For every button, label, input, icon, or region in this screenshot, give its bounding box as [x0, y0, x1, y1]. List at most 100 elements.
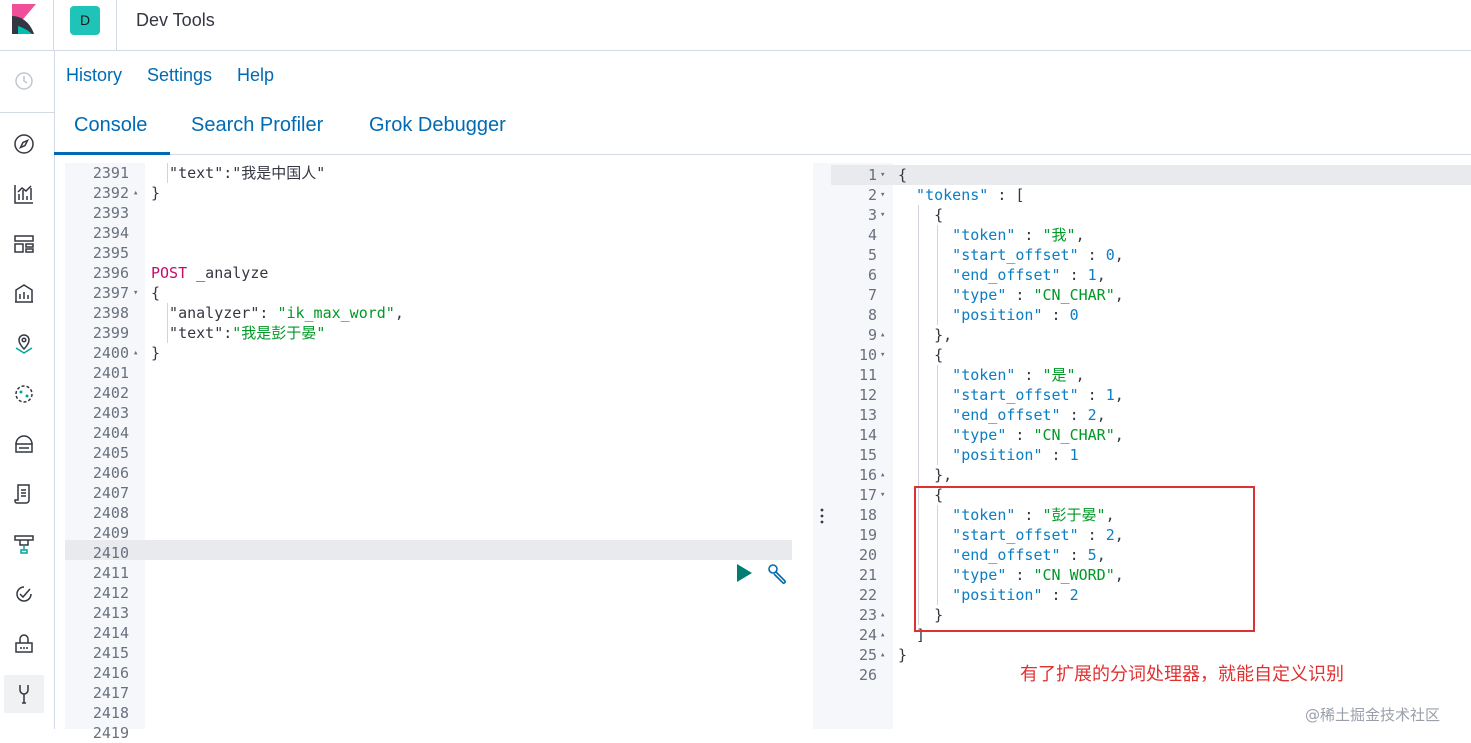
- editor-line: 2407: [65, 483, 813, 503]
- json-number-value: 1: [1105, 386, 1115, 404]
- compass-icon[interactable]: [12, 132, 36, 156]
- highlight-box: [914, 486, 1255, 632]
- fold-arrow-icon: ▾: [133, 288, 139, 298]
- json-text: "end_offset" : 2,: [898, 405, 1106, 425]
- line-number: 20: [858, 546, 877, 564]
- response-output[interactable]: 1▾{2▾ "tokens" : [3▾ {4 "token" : "我",5 …: [831, 163, 1471, 729]
- fold-arrow-icon: ▴: [880, 330, 886, 340]
- editor-line: 2417: [65, 683, 813, 703]
- code-text: "analyzer": "ik_max_word",: [151, 303, 404, 323]
- fold-arrow-icon: ▾: [880, 170, 886, 180]
- uptime-icon[interactable]: [12, 582, 36, 606]
- tab-console[interactable]: Console: [74, 114, 148, 136]
- dashboard-icon[interactable]: [12, 232, 36, 256]
- fold-arrow-icon: ▾: [880, 350, 886, 360]
- line-number: 16: [858, 466, 877, 484]
- json-key: "position": [898, 586, 1043, 604]
- apm-icon[interactable]: [12, 532, 36, 556]
- output-line: 21 "type" : "CN_WORD",: [831, 565, 1471, 585]
- request-settings-wrench-icon[interactable]: [766, 563, 790, 585]
- json-text: {: [898, 206, 944, 224]
- fold-arrow-icon: ▴: [133, 348, 139, 358]
- output-line: 11 "token" : "是",: [831, 365, 1471, 385]
- editor-active-line: [65, 540, 792, 560]
- json-text: "token" : "我",: [898, 225, 1084, 245]
- top-header: D Dev Tools: [0, 0, 1471, 51]
- editor-line: 2404: [65, 423, 813, 443]
- line-number: 2391: [92, 164, 129, 182]
- punctuation: :: [1006, 426, 1034, 444]
- line-number: 24: [858, 626, 877, 644]
- fold-arrow-icon: ▾: [880, 190, 886, 200]
- punctuation: :: [1015, 366, 1043, 384]
- infrastructure-icon[interactable]: [12, 432, 36, 456]
- line-number: 2403: [92, 404, 129, 422]
- code-text: }: [151, 344, 161, 362]
- json-string-value: "CN_WORD": [1033, 566, 1115, 584]
- machine-learning-icon[interactable]: [12, 382, 36, 406]
- line-number: 2401: [92, 364, 129, 382]
- kibana-logo[interactable]: [0, 0, 54, 50]
- code-text: {: [151, 284, 161, 302]
- output-line: 6 "end_offset" : 1,: [831, 265, 1471, 285]
- json-text: "type" : "CN_CHAR",: [898, 285, 1124, 305]
- tab-search-profiler[interactable]: Search Profiler: [191, 114, 324, 136]
- output-line: 15 "position" : 1: [831, 445, 1471, 465]
- drag-handle-icon[interactable]: [815, 506, 829, 526]
- settings-link[interactable]: Settings: [147, 65, 213, 85]
- output-line: 25▴}: [831, 645, 1471, 665]
- editor-line: 2415: [65, 643, 813, 663]
- fold-arrow-icon: ▴: [880, 470, 886, 480]
- output-line: 1▾{: [831, 165, 1471, 185]
- output-line: 24▴ ]: [831, 625, 1471, 645]
- json-key: "tokens": [898, 186, 989, 204]
- output-line: 4 "token" : "我",: [831, 225, 1471, 245]
- editor-line: 2403: [65, 403, 813, 423]
- editor-line: 2391 "text":"我是中国人": [65, 163, 813, 183]
- editor-line: 2395: [65, 243, 813, 263]
- line-number: 12: [858, 386, 877, 404]
- fold-arrow-icon: ▴: [880, 630, 886, 640]
- editor-line: 2397▾{: [65, 283, 813, 303]
- editor-line: 2412: [65, 583, 813, 603]
- bar-chart-icon[interactable]: [12, 182, 36, 206]
- json-text: "position" : 1: [898, 445, 1078, 465]
- help-link[interactable]: Help: [237, 65, 275, 85]
- punctuation: ,: [1105, 506, 1115, 524]
- panel-resizer[interactable]: [813, 163, 831, 729]
- output-line: 8 "position" : 0: [831, 305, 1471, 325]
- output-line: 7 "type" : "CN_CHAR",: [831, 285, 1471, 305]
- json-text: "end_offset" : 5,: [898, 545, 1106, 565]
- json-key: "token": [898, 366, 1016, 384]
- logs-icon[interactable]: [12, 482, 36, 506]
- punctuation: ,: [1114, 426, 1124, 444]
- json-string-value: "我": [1042, 226, 1076, 244]
- punctuation: ,: [1114, 526, 1124, 544]
- indent-guide: [937, 225, 938, 325]
- json-key: "start_offset": [898, 526, 1079, 544]
- line-number: 2395: [92, 244, 129, 262]
- space-avatar[interactable]: D: [70, 6, 100, 35]
- tab-grok-debugger[interactable]: Grok Debugger: [369, 114, 506, 136]
- output-line: 20 "end_offset" : 5,: [831, 545, 1471, 565]
- output-active-line: [831, 165, 1471, 185]
- history-link[interactable]: History: [66, 65, 123, 85]
- json-text: {: [898, 486, 944, 504]
- json-string-value: "是": [1042, 366, 1076, 384]
- punctuation: :: [1078, 526, 1106, 544]
- output-line: 22 "position" : 2: [831, 585, 1471, 605]
- line-number: 15: [858, 446, 877, 464]
- json-text: "token" : "彭于晏",: [898, 505, 1115, 525]
- json-text: "start_offset" : 1,: [898, 385, 1124, 405]
- line-number: 2398: [92, 304, 129, 322]
- canvas-icon[interactable]: [12, 282, 36, 306]
- lock-icon[interactable]: [12, 632, 36, 656]
- clock-icon[interactable]: [12, 69, 36, 93]
- wrench-icon[interactable]: [12, 682, 36, 706]
- line-number: 2394: [92, 224, 129, 242]
- play-icon[interactable]: [734, 562, 754, 584]
- map-icon[interactable]: [12, 332, 36, 356]
- json-key: "position": [898, 446, 1043, 464]
